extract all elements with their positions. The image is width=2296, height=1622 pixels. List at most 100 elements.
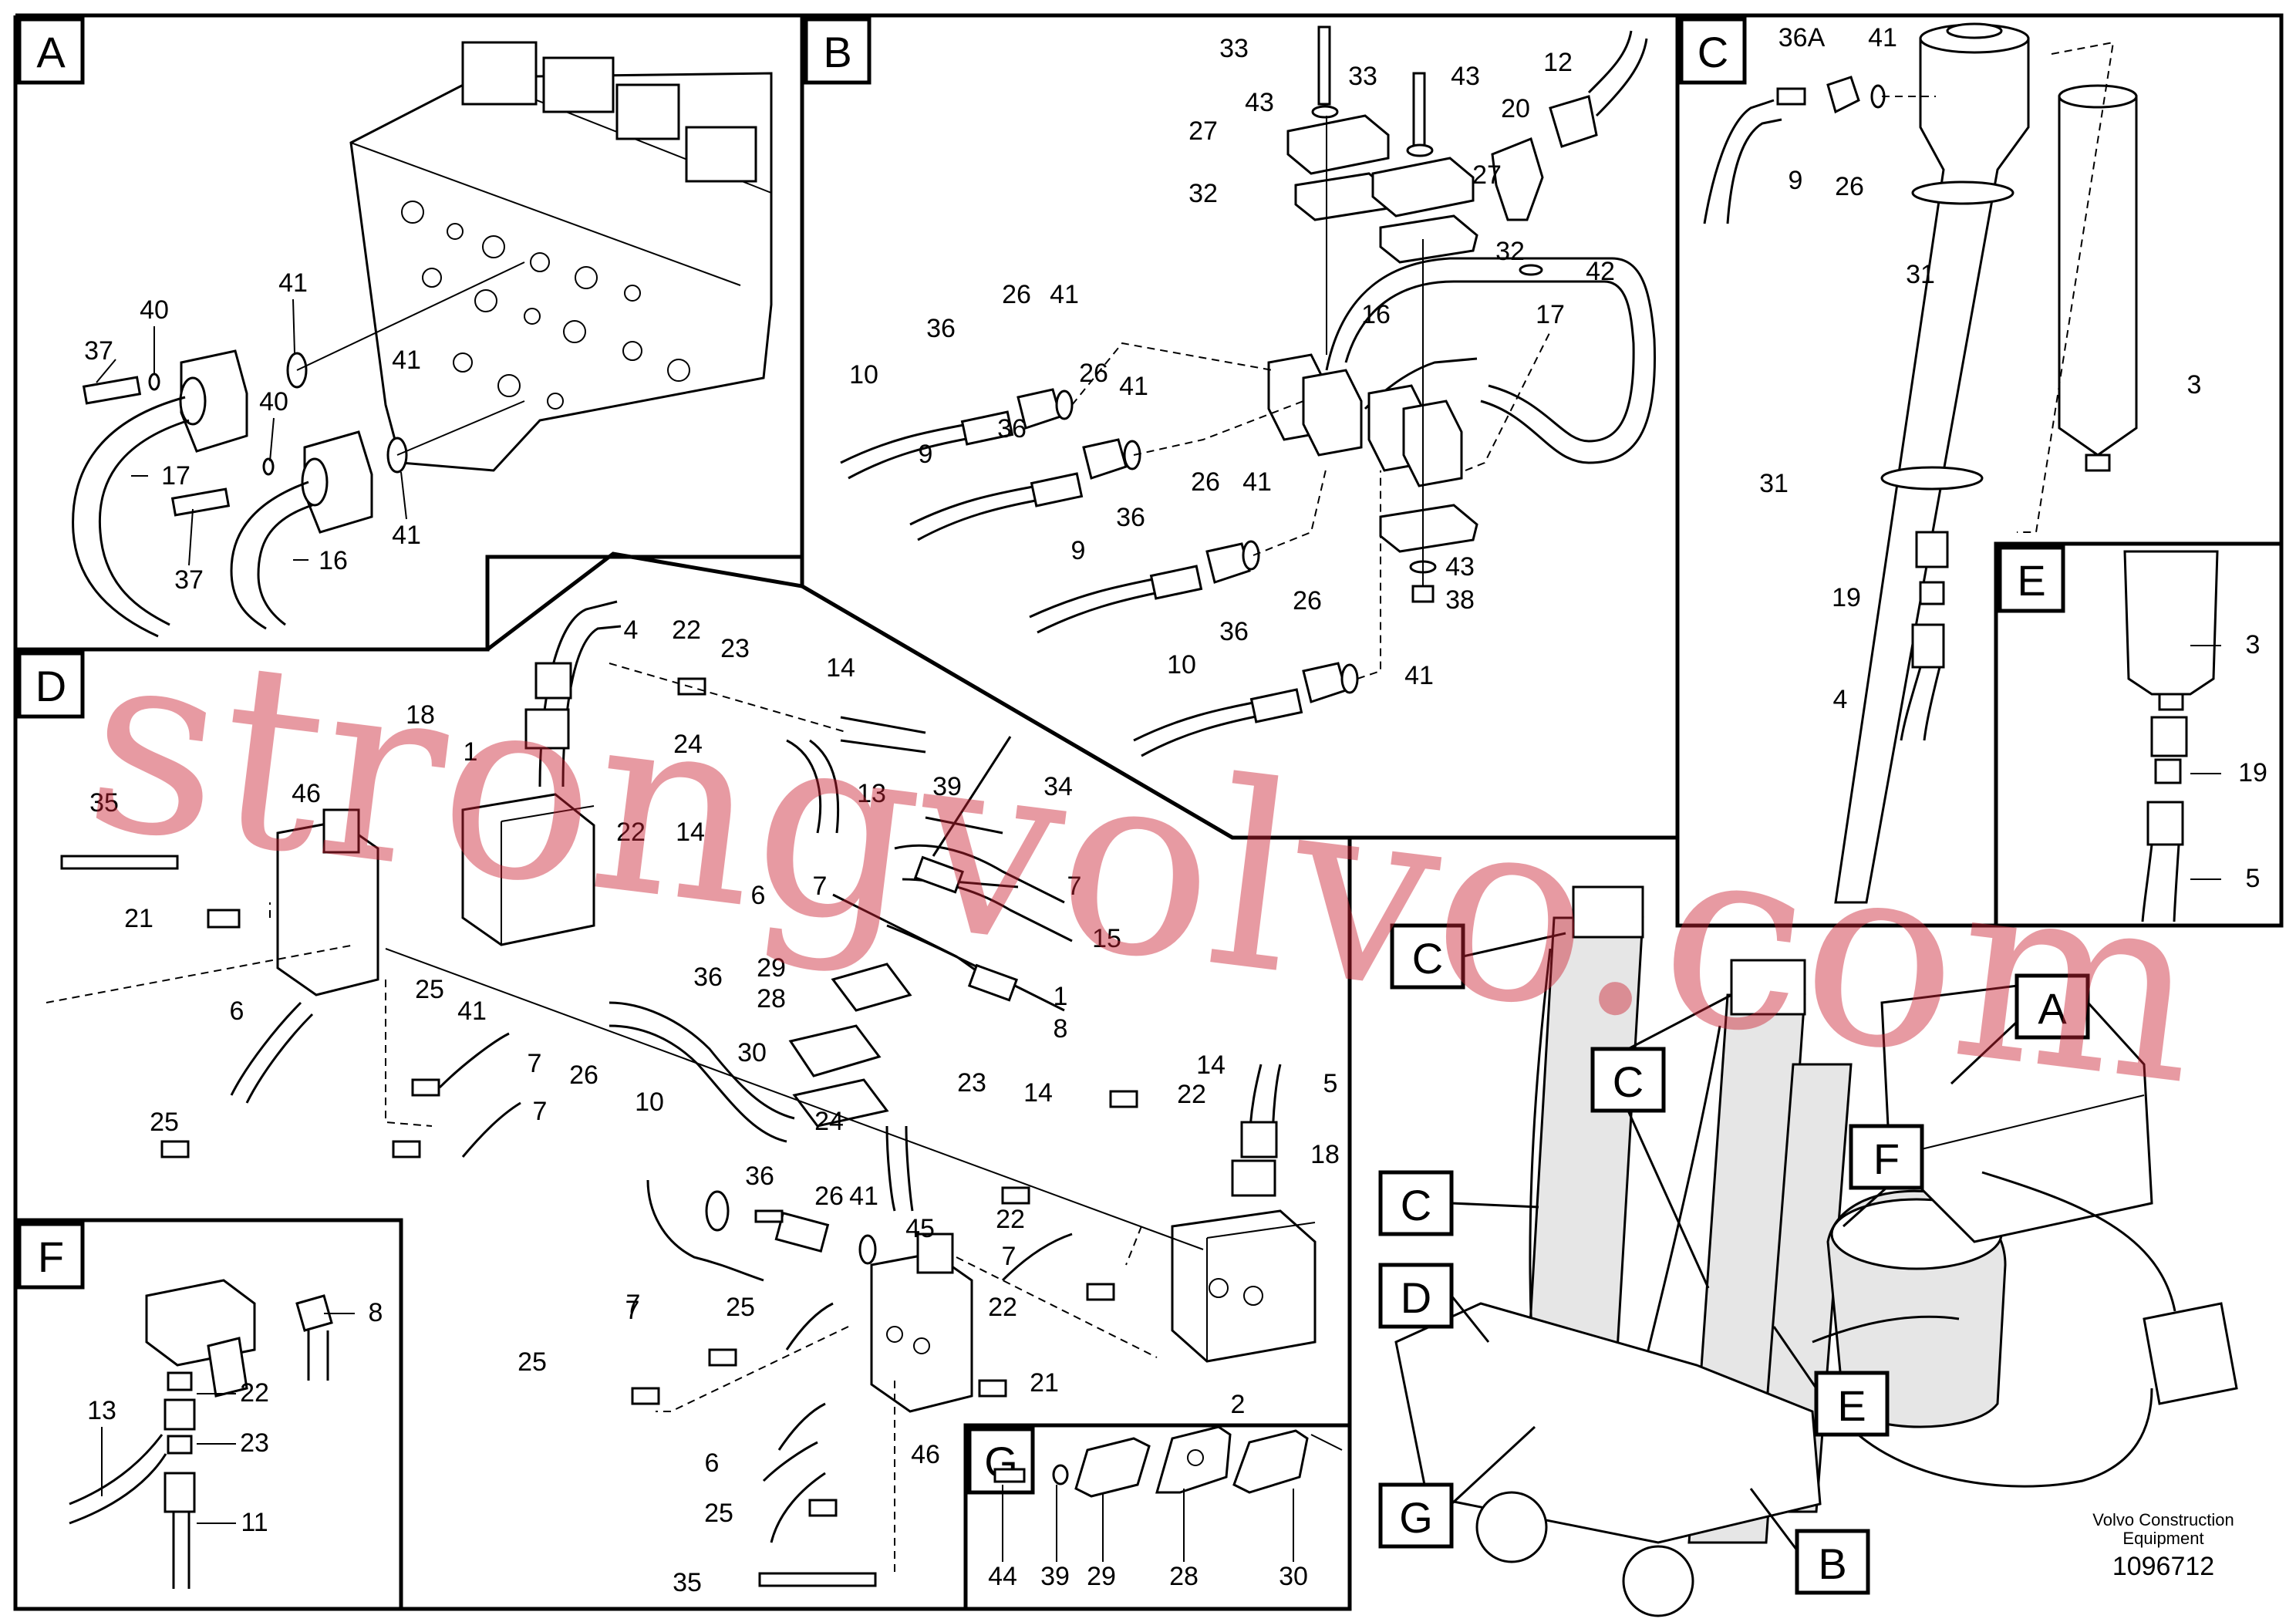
callout-d-7: 1	[464, 737, 478, 767]
callouts-b: 33 33 43 12 43 20 27 27 32 32 42 16 17 3…	[849, 34, 1615, 690]
callout-d-23: 41	[457, 996, 487, 1026]
callout-d-19: 29	[757, 953, 786, 983]
callout-c-8: 4	[1833, 685, 1848, 714]
callout-b-7: 27	[1472, 160, 1502, 190]
callout-d-24: 26	[569, 1061, 598, 1090]
callout-e-0: 3	[2246, 630, 2261, 659]
callout-c-5: 3	[2187, 370, 2202, 400]
machine-overview: C C C A F D E G B	[1378, 885, 2238, 1617]
callout-d-4: 18	[406, 700, 435, 730]
callout-b-12: 17	[1536, 300, 1565, 329]
callout-d-1: 22	[672, 615, 701, 645]
callouts-d: 4 22 23 14 18 24 13 1 39 34 35 46 22 14 …	[89, 615, 1340, 1597]
callout-f-2: 13	[87, 1396, 116, 1425]
callout-d-8: 39	[932, 772, 962, 801]
callout-b-2: 43	[1451, 62, 1480, 91]
accumulator-3	[2058, 95, 2138, 457]
callout-b-11: 16	[1361, 300, 1391, 329]
callout-d-25: 8	[1054, 1014, 1068, 1044]
callout-b-20: 36	[997, 414, 1027, 443]
callout-d-34: 25	[150, 1108, 179, 1137]
callout-d-27: 7	[528, 1049, 542, 1078]
panel-a-drawing	[72, 41, 773, 638]
callout-d-12: 22	[616, 818, 646, 847]
callout-b-26: 38	[1445, 585, 1475, 615]
callout-d-35: 24	[814, 1107, 844, 1136]
main-valve-block	[349, 72, 773, 472]
callout-d-6: 13	[857, 779, 886, 808]
panel-e-frame	[1994, 541, 2284, 928]
panel-g-drawing	[993, 1425, 1343, 1498]
callout-b-16: 10	[849, 360, 878, 389]
callout-b-1: 33	[1348, 62, 1377, 91]
callout-c-4: 31	[1906, 260, 1935, 289]
callout-d-39: 7	[533, 1097, 548, 1126]
callout-b-14: 26	[1002, 280, 1031, 309]
callout-a-2: 41	[278, 268, 308, 298]
callout-b-21: 26	[1191, 467, 1220, 497]
callout-d-31: 6	[230, 996, 244, 1026]
hose-assemblies-b	[840, 388, 1359, 757]
callout-c-0: 36A	[1778, 23, 1826, 52]
callout-a-8: 41	[392, 346, 421, 375]
callout-d-3: 14	[826, 653, 855, 683]
callout-b-28: 10	[1167, 650, 1196, 679]
callout-f-1: 22	[240, 1378, 269, 1408]
callout-d-54: 6	[705, 1448, 720, 1478]
section-e-label: E	[2017, 556, 2045, 605]
callout-c-2: 9	[1789, 166, 1803, 195]
callout-g-3: 28	[1169, 1562, 1199, 1591]
overview-callout-c2: C	[1613, 1057, 1644, 1106]
callout-b-13: 36	[926, 314, 956, 343]
callout-d-33: 22	[1177, 1080, 1206, 1109]
overview-callout-e: E	[1837, 1381, 1866, 1430]
callout-b-17: 26	[1079, 359, 1108, 388]
callout-d-47: 25	[726, 1293, 755, 1322]
callout-b-15: 41	[1050, 280, 1079, 309]
callout-f-4: 11	[241, 1508, 268, 1537]
callout-b-24: 36	[1116, 503, 1145, 532]
section-letters: A B C D E F G	[17, 17, 2065, 1495]
section-f-label: F	[38, 1233, 64, 1281]
callout-d-45: 7	[1002, 1242, 1017, 1271]
callout-c-7: 19	[1832, 583, 1861, 612]
section-b-label: B	[823, 28, 851, 76]
callout-g-0: 44	[988, 1562, 1017, 1591]
callout-d-43: 41	[849, 1182, 878, 1211]
panel-e-drawing	[2123, 550, 2219, 922]
callout-e-1: 19	[2238, 758, 2267, 787]
callout-d-50: 25	[518, 1347, 547, 1377]
callout-b-6: 27	[1188, 116, 1218, 146]
callout-a-6: 37	[174, 565, 204, 595]
callout-g-2: 29	[1087, 1562, 1116, 1591]
callout-a-4: 40	[259, 387, 288, 416]
callout-d-42: 45	[905, 1214, 935, 1243]
callout-d-41: 26	[814, 1182, 844, 1211]
callout-d-9: 34	[1043, 772, 1073, 801]
callout-d-48: 22	[988, 1293, 1017, 1322]
callout-d-51: 21	[1030, 1368, 1059, 1398]
callout-b-30: 41	[1404, 661, 1434, 690]
callout-d-10: 35	[89, 788, 119, 818]
callout-b-10: 42	[1586, 257, 1615, 286]
panel-b-frame	[800, 13, 1680, 840]
overview-callout-c3: C	[1401, 1181, 1431, 1229]
valve-block-1	[461, 793, 595, 946]
overview-callout-d: D	[1401, 1273, 1431, 1322]
callout-d-28: 30	[737, 1038, 767, 1067]
callout-b-18: 41	[1119, 372, 1148, 401]
callout-d-0: 4	[624, 615, 639, 645]
callout-d-21: 36	[693, 963, 723, 992]
panel-c-drawing	[1703, 22, 2138, 904]
callout-d-40: 36	[745, 1162, 774, 1191]
panel-b-drawing	[840, 25, 1657, 757]
panel-f-drawing	[69, 1279, 333, 1589]
callout-a-1: 40	[140, 295, 169, 325]
panel-frames	[13, 13, 2284, 1611]
callout-d-18: 15	[1092, 924, 1121, 953]
callout-b-19: 9	[919, 440, 933, 469]
callout-b-5: 20	[1501, 94, 1530, 123]
callout-g-4: 30	[1279, 1562, 1308, 1591]
callout-b-27: 26	[1293, 586, 1322, 615]
